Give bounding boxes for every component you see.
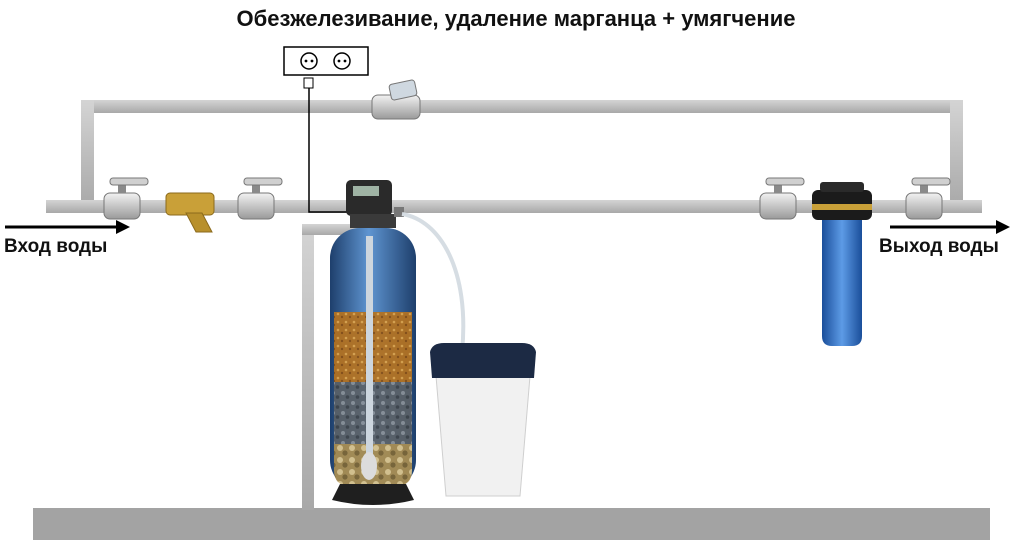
cartridge-filter bbox=[812, 182, 872, 346]
y-strainer bbox=[165, 192, 215, 233]
brine-line bbox=[401, 212, 466, 353]
control-valve-head bbox=[346, 180, 404, 228]
outlet-arrow bbox=[890, 220, 1010, 234]
outlet-label: Выход воды bbox=[879, 236, 999, 257]
ball-valve-outlet[interactable] bbox=[905, 177, 951, 220]
ball-valve-before-tank[interactable] bbox=[237, 177, 283, 220]
bypass-valve[interactable] bbox=[371, 79, 421, 120]
brine-tank bbox=[430, 343, 536, 497]
floor-slab bbox=[33, 508, 990, 540]
power-cable bbox=[308, 88, 348, 213]
ball-valve-inlet[interactable] bbox=[103, 177, 149, 220]
inlet-label: Вход воды bbox=[4, 236, 108, 257]
inlet-arrow bbox=[5, 220, 130, 234]
ball-valve-before-filter[interactable] bbox=[759, 177, 805, 220]
softener-tank bbox=[330, 228, 416, 505]
power-outlet bbox=[283, 46, 369, 89]
main-pipe bbox=[46, 200, 982, 510]
bypass-pipe bbox=[81, 100, 963, 208]
diagram-title: Обезжелезивание, удаление марганца + умя… bbox=[236, 6, 796, 31]
